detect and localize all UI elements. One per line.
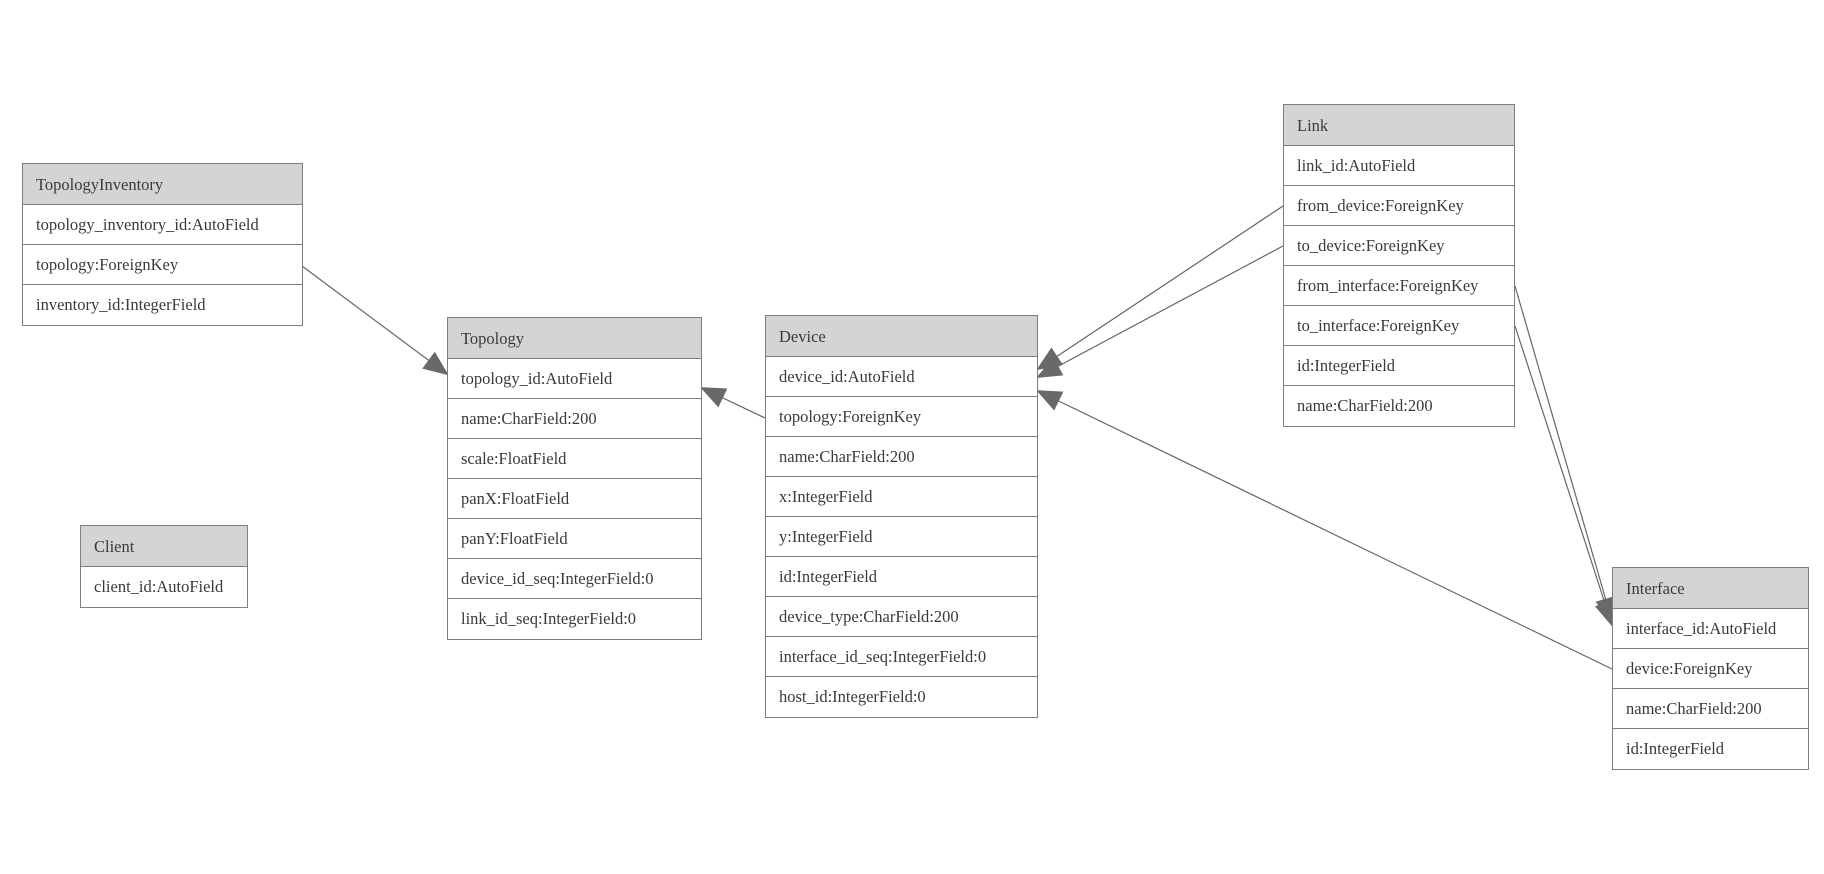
field-row-device-id: device_id:AutoField [766,357,1037,397]
entity-title-client: Client [81,526,247,567]
field-row-id: id:IntegerField [1284,346,1514,386]
field-row-device-fk: device:ForeignKey [1613,649,1808,689]
field-row-name: name:CharField:200 [1613,689,1808,729]
entity-topology-inventory: TopologyInventory topology_inventory_id:… [22,163,303,326]
entity-title-link: Link [1284,105,1514,146]
field-row-x: x:IntegerField [766,477,1037,517]
relation-line-topologyinventory-to-topology [301,265,449,376]
relation-line-link-fromdevice-to-device [1036,205,1284,371]
entity-interface: Interface interface_id:AutoField device:… [1612,567,1809,770]
field-row-from-interface: from_interface:ForeignKey [1284,266,1514,306]
field-row-to-device: to_device:ForeignKey [1284,226,1514,266]
entity-title-topology-inventory: TopologyInventory [23,164,302,205]
field-row-scale: scale:FloatField [448,439,701,479]
field-row-id: id:IntegerField [1613,729,1808,769]
field-row-name: name:CharField:200 [766,437,1037,477]
field-row-topology-id: topology_id:AutoField [448,359,701,399]
field-row-name: name:CharField:200 [1284,386,1514,426]
field-row-interface-id: interface_id:AutoField [1613,609,1808,649]
field-row-from-device: from_device:ForeignKey [1284,186,1514,226]
field-row-client-id: client_id:AutoField [81,567,247,607]
field-row-interface-id-seq: interface_id_seq:IntegerField:0 [766,637,1037,677]
relation-line-device-to-topology [700,387,766,419]
field-row-topology-fk: topology:ForeignKey [23,245,302,285]
relation-line-link-todevice-to-device [1036,245,1284,378]
relation-line-link-frominterface-to-interface [1514,285,1616,624]
entity-title-topology: Topology [448,318,701,359]
field-row-pany: panY:FloatField [448,519,701,559]
field-row-topology-inventory-id: topology_inventory_id:AutoField [23,205,302,245]
field-row-id: id:IntegerField [766,557,1037,597]
entity-device: Device device_id:AutoField topology:Fore… [765,315,1038,718]
field-row-name: name:CharField:200 [448,399,701,439]
field-row-link-id: link_id:AutoField [1284,146,1514,186]
entity-title-device: Device [766,316,1037,357]
field-row-link-id-seq: link_id_seq:IntegerField:0 [448,599,701,639]
field-row-host-id: host_id:IntegerField:0 [766,677,1037,717]
field-row-device-type: device_type:CharField:200 [766,597,1037,637]
field-row-y: y:IntegerField [766,517,1037,557]
entity-link: Link link_id:AutoField from_device:Forei… [1283,104,1515,427]
entity-topology: Topology topology_id:AutoField name:Char… [447,317,702,640]
field-row-inventory-id: inventory_id:IntegerField [23,285,302,325]
relation-line-link-tointerface-to-interface [1514,325,1615,627]
field-row-to-interface: to_interface:ForeignKey [1284,306,1514,346]
entity-title-interface: Interface [1613,568,1808,609]
field-row-device-id-seq: device_id_seq:IntegerField:0 [448,559,701,599]
field-row-panx: panX:FloatField [448,479,701,519]
relation-line-interface-device-to-device [1036,390,1613,670]
entity-client: Client client_id:AutoField [80,525,248,608]
field-row-topology-fk: topology:ForeignKey [766,397,1037,437]
